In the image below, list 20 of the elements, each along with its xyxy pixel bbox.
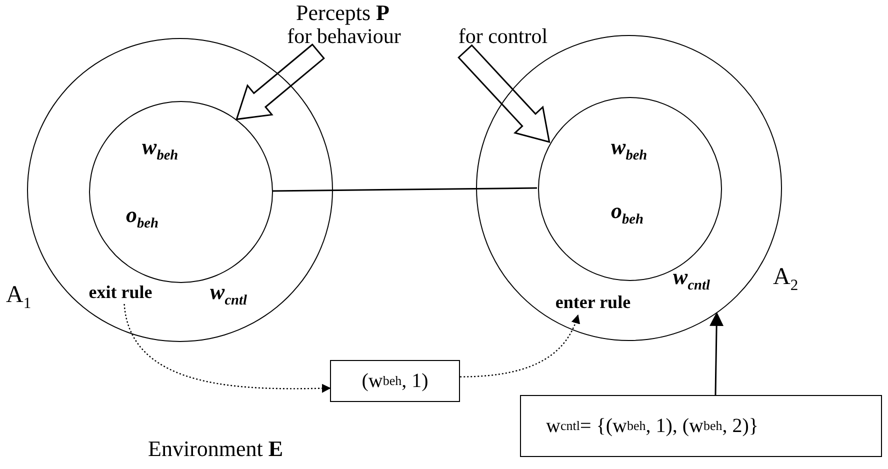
variable-label: w$_{cntl}$ [210, 279, 247, 310]
dotted-arrow [124, 304, 331, 393]
variable-label: w$_{beh}$ [142, 134, 178, 164]
rule-label: enter rule [539, 289, 647, 315]
dotted-arrow [460, 314, 580, 378]
block-arrow [458, 44, 550, 144]
inner-circle [89, 101, 273, 283]
connector-line [272, 187, 537, 192]
percept-label: for control [440, 22, 566, 50]
variable-label: o$_{beh}$ [126, 202, 158, 232]
arrow [710, 312, 724, 396]
agent-label: A$_{2}$ [773, 264, 798, 295]
variable-label: w$_{cntl}$ [673, 264, 710, 294]
agent-label: A$_{1}$ [6, 282, 32, 313]
rule-label: exit rule [73, 279, 168, 305]
variable-label: o$_{beh}$ [611, 198, 644, 228]
variable-label: w$_{beh}$ [611, 134, 648, 164]
percepts-heading: Percepts P [296, 0, 390, 26]
environment-label: Environment E [148, 436, 284, 462]
block-arrow [236, 43, 325, 120]
